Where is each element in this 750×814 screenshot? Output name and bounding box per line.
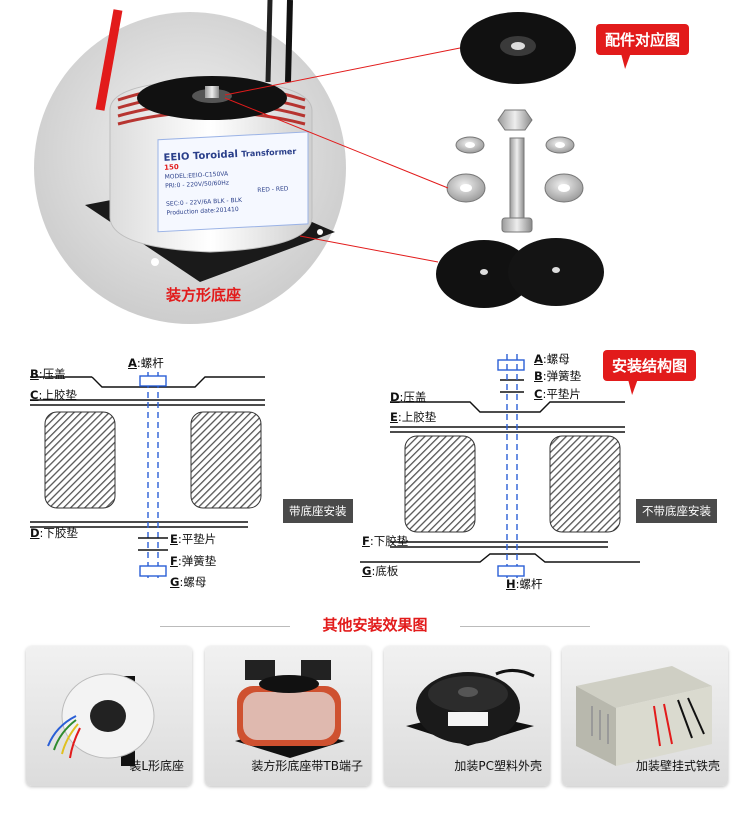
bolt-part [509,137,525,231]
install-callout: 安装结构图 [603,350,697,381]
nameplate [157,131,309,233]
nameplate-rating: 150 [163,163,179,172]
label-right-d: D:压盖 [390,390,427,404]
nameplate-type-word: Transformer [241,146,297,159]
thumb-l-base: 装L形底座 [26,646,192,786]
caption-iron-case: 加装壁挂式铁壳 [635,759,720,773]
label-left-b: B:压盖 [30,367,66,381]
label-right-h: H:螺杆 [506,577,543,591]
label-left-c: C:上胶垫 [30,388,77,402]
caption-square-base-tb: 装方形底座带TB端子 [251,759,363,773]
iron-case-image [576,666,712,766]
caption-l-base: 装L形底座 [129,759,184,773]
without-base-tag: 不带底座安装 [636,499,717,523]
top-parts-photo [34,0,604,324]
others-title: 其他安装效果图 [322,616,428,634]
square-base-tb-image [235,660,345,758]
nameplate-text: EEIO Toroidal Transformer 150 MODEL:EEIO… [163,146,311,218]
label-left-d: D:下胶垫 [30,526,78,540]
section-rule-right [460,626,590,627]
label-right-f: F:下胶垫 [362,534,409,548]
label-left-g: G:螺母 [170,575,207,589]
nameplate-brand: EEIO [163,151,190,164]
label-left-e: E:平垫片 [170,532,217,546]
caption-pc-case: 加装PC塑料外壳 [454,759,542,773]
label-left-a: A:螺杆 [128,356,164,370]
nut-part [497,109,533,131]
diagram-with-base [30,372,265,578]
thumb-pc-case: 加装PC塑料外壳 [384,646,550,786]
label-right-e: E:上胶垫 [390,410,437,424]
l-base-image [47,673,155,766]
install-diagram [30,354,640,578]
diagram-without-base [360,354,640,578]
label-right-g: G:底板 [362,564,399,578]
label-left-f: F:弹簧垫 [170,554,217,568]
nameplate-model-type: Toroidal [192,148,239,163]
parts-callout: 配件对应图 [596,24,690,55]
label-right-c: C:平垫片 [534,387,581,401]
section-rule-left [160,626,290,627]
base-label: 装方形底座 [166,286,242,304]
label-right-a: A:螺母 [534,352,570,366]
thumb-iron-case: 加装壁挂式铁壳 [562,646,728,786]
with-base-tag: 带底座安装 [283,499,353,523]
thumb-square-base-tb: 装方形底座带TB端子 [205,646,371,786]
label-right-b: B:弹簧垫 [534,369,582,383]
pc-case-image [406,669,535,746]
